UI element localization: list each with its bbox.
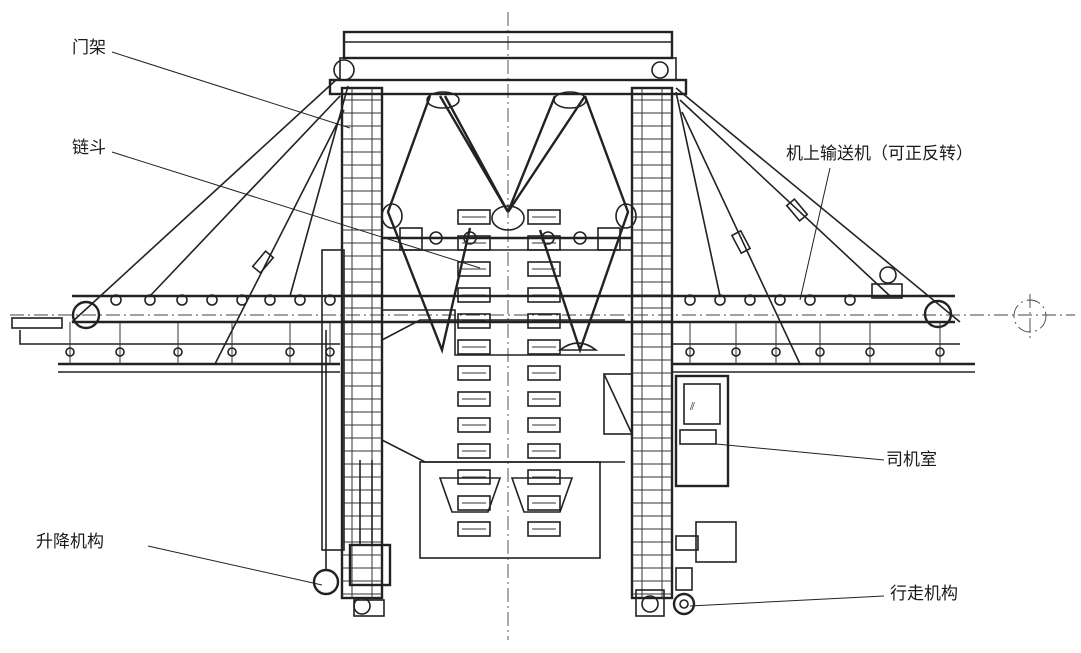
stay-cables [71, 79, 961, 365]
svg-text:⫽: ⫽ [689, 400, 695, 413]
left-gantry-column [321, 86, 384, 600]
central-truss [381, 91, 637, 355]
leader-lines [111, 51, 885, 607]
centerline-target [1013, 294, 1047, 340]
label-gantry: 门架 [72, 38, 106, 58]
top-housing [328, 30, 688, 96]
drivers-cab: ⫽ [603, 373, 730, 488]
label-travel-mechanism: 行走机构 [890, 584, 958, 604]
label-chain-bucket: 链斗 [72, 138, 106, 158]
travel-mechanism [635, 521, 737, 617]
label-lifting-mechanism: 升降机构 [36, 532, 104, 552]
onboard-conveyor [11, 266, 975, 373]
label-drivers-cab: 司机室 [886, 450, 937, 470]
chain-bucket-ladder [381, 209, 625, 559]
right-gantry-column [630, 86, 674, 600]
lifting-mechanism [312, 330, 392, 617]
label-onboard-conveyor: 机上输送机（可正反转） [786, 144, 973, 164]
